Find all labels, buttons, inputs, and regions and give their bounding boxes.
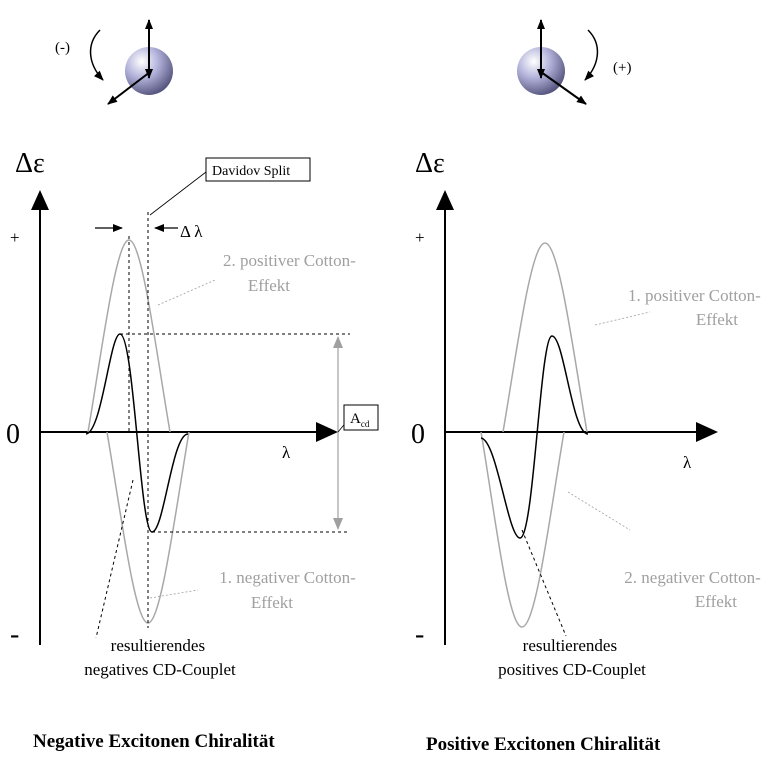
right-positive-cotton-curve (503, 243, 587, 432)
right-zero: 0 (411, 419, 425, 450)
left-delta-lambda: Δ λ (180, 222, 203, 241)
right-negative-cotton-curve (481, 432, 564, 627)
left-molecule-icon (91, 20, 173, 104)
left-rotation-sign: (-) (55, 40, 70, 56)
right-y-axis-label: Δε (415, 148, 445, 179)
right-x-axis-label: λ (683, 453, 692, 472)
left-minus: - (10, 619, 19, 650)
right-minus: - (415, 619, 424, 650)
right-result-label: resultierendes positives CD-Couplet (498, 636, 646, 679)
davidov-split-label: Davidov Split (212, 164, 290, 179)
left-upper-curve-label: 2. positiver Cotton- Effekt (223, 251, 360, 295)
right-panel: (+) Δε + 0 - λ 1. positiver Cotton- Effe… (411, 20, 765, 755)
left-lower-curve-label: 1. negativer Cotton- Effekt (219, 568, 360, 612)
left-panel: (-) Δε + 0 - λ Δ λ Davidov Split Acd (6, 20, 378, 752)
left-caption: Negative Excitonen Chiralität (33, 731, 275, 752)
right-plus: + (415, 228, 425, 247)
left-zero: 0 (6, 419, 20, 450)
right-rotation-sign: (+) (613, 60, 631, 76)
right-caption: Positive Excitonen Chiralität (426, 734, 661, 755)
right-upper-curve-label: 1. positiver Cotton- Effekt (628, 286, 765, 329)
right-lower-curve-label: 2. negativer Cotton- Effekt (624, 568, 765, 611)
left-y-axis-label: Δε (15, 148, 45, 179)
left-x-axis-label: λ (282, 443, 291, 462)
right-molecule-icon (517, 20, 597, 104)
left-result-label: resultierendes negatives CD-Couplet (84, 636, 236, 679)
left-plus: + (10, 228, 20, 247)
right-couplet-curve (481, 336, 588, 538)
